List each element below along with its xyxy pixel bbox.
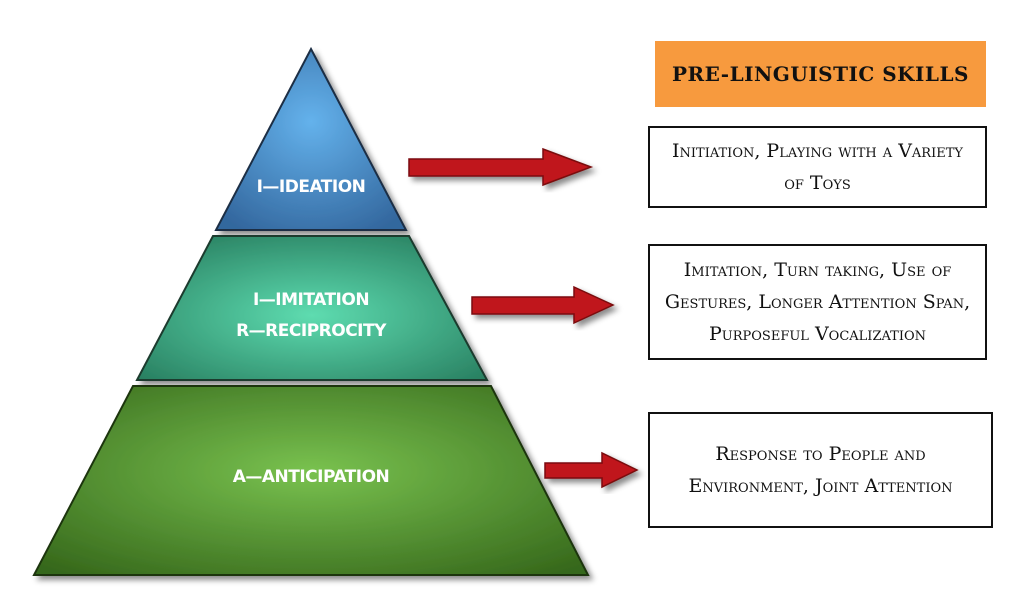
pyramid-tier-imitation (135, 235, 489, 381)
arrow-right-icon (471, 285, 615, 325)
tier-label-ideation: I—IDEATION (257, 177, 366, 197)
skills-text-imitation: Imitation, Turn taking, Use of Gestures,… (664, 259, 971, 345)
skills-text-ideation: Initiation, Playing with a Variety of To… (672, 140, 963, 194)
skills-text-anticipation: Response to People and Environment, Join… (688, 443, 953, 497)
skills-box-imitation: Imitation, Turn taking, Use of Gestures,… (648, 244, 987, 360)
tier-label-reciprocity: R—RECIPROCITY (236, 321, 387, 341)
skills-box-anticipation: Response to People and Environment, Join… (648, 412, 993, 528)
tier-label-imitation: I—IMITATION (253, 290, 369, 310)
tier-label-anticipation: A—ANTICIPATION (233, 467, 390, 487)
arrow-right-icon (544, 451, 639, 489)
title-banner: PRE-LINGUISTIC SKILLS (655, 41, 986, 107)
skills-box-ideation: Initiation, Playing with a Variety of To… (648, 126, 987, 208)
pyramid-tier-ideation (214, 46, 408, 231)
pyramid-tier-anticipation (32, 385, 590, 576)
arrow-right-icon (408, 147, 594, 187)
diagram-title: PRE-LINGUISTIC SKILLS (672, 62, 969, 86)
